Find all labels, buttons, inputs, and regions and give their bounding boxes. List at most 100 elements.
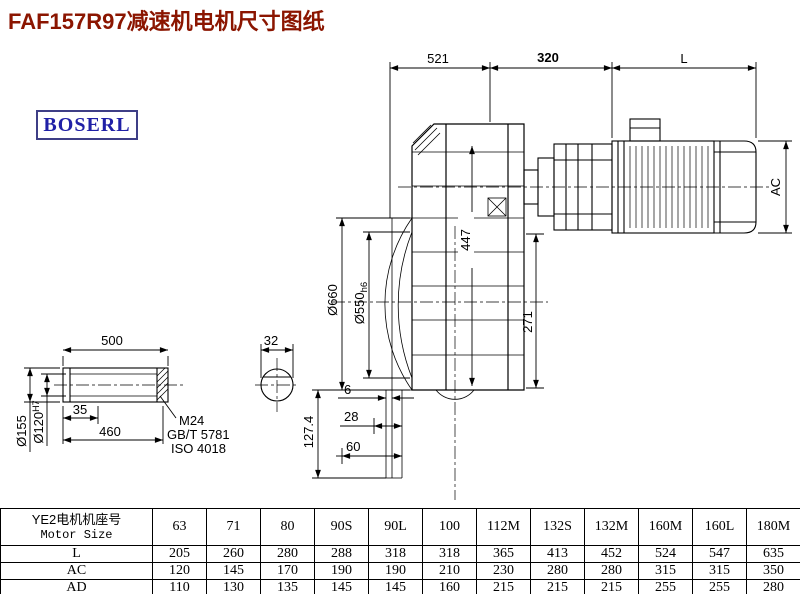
cell: 318: [422, 545, 477, 563]
cell: 635: [746, 545, 800, 563]
col-header: 180M: [746, 508, 800, 546]
dim-60-label: 60: [346, 439, 360, 454]
centerlines: [54, 186, 772, 500]
cell: 315: [638, 562, 693, 580]
cell: 260: [206, 545, 261, 563]
section-dimension: [260, 344, 294, 378]
cell: 210: [422, 562, 477, 580]
col-header: 71: [206, 508, 261, 546]
cell: 280: [530, 562, 585, 580]
cell: 452: [584, 545, 639, 563]
cell: 190: [314, 562, 369, 580]
row-label: L: [0, 545, 153, 563]
header-label-cn: YE2电机机座号: [31, 512, 122, 527]
cell: 215: [530, 579, 585, 594]
cell: 280: [584, 562, 639, 580]
shaft-end-hatch: [156, 367, 169, 401]
section-detail: [260, 368, 294, 402]
shaft-dimensions: [24, 347, 177, 452]
top-dimensions: [389, 62, 757, 218]
col-header: 90S: [314, 508, 369, 546]
cell: 135: [260, 579, 315, 594]
dim-320-label: 320: [537, 50, 559, 65]
col-header: 90L: [368, 508, 423, 546]
dim-AC-label: AC: [768, 178, 783, 196]
cell: 365: [476, 545, 531, 563]
dim-660-label: Ø660: [325, 284, 340, 316]
cell: 215: [476, 579, 531, 594]
dim-155-label: Ø155: [14, 415, 29, 447]
cell: 145: [206, 562, 261, 580]
cell: 145: [314, 579, 369, 594]
dim-521-label: 521: [427, 51, 449, 66]
cell: 130: [206, 579, 261, 594]
brand-logo: BOSERL: [36, 110, 138, 140]
gearbox-housing: [411, 123, 525, 391]
col-header: 112M: [476, 508, 531, 546]
dim-6-label: 6: [344, 382, 351, 397]
fan-cowl: [714, 140, 757, 234]
cell: 230: [476, 562, 531, 580]
gearbox-details: [384, 124, 524, 479]
cell: 255: [692, 579, 747, 594]
dim-28-label: 28: [344, 409, 358, 424]
dim-460-label: 460: [99, 424, 121, 439]
table-header-motor-size: YE2电机机座号 Motor Size: [0, 508, 153, 546]
col-header: 100: [422, 508, 477, 546]
cell: 524: [638, 545, 693, 563]
table-row-L: L 205 260 280 288 318 318 365 413 452 52…: [0, 545, 800, 563]
dim-120-label: Ø120H7: [31, 400, 46, 443]
dim-271-label: 271: [520, 311, 535, 333]
cell: 190: [368, 562, 423, 580]
label-mask: [458, 212, 474, 268]
flange-thickness-dimensions: [336, 395, 414, 464]
cell: 413: [530, 545, 585, 563]
shaft-detail: [62, 367, 169, 403]
cell: 280: [746, 579, 800, 594]
cell: 547: [692, 545, 747, 563]
technical-drawing: 521 320 L AC 447 271: [14, 50, 792, 500]
header-label-en: Motor Size: [40, 528, 113, 542]
dim-35-label: 35: [73, 402, 87, 417]
col-header: 160M: [638, 508, 693, 546]
flange-dimensions: [312, 217, 410, 479]
col-header: 63: [152, 508, 207, 546]
dim-L-label: L: [680, 51, 687, 66]
motor-size-table: YE2电机机座号 Motor Size 63 71 80 90S 90L 100…: [0, 508, 800, 594]
dim-32-label: 32: [264, 333, 278, 348]
ac-dimension: [758, 140, 792, 234]
cell: 318: [368, 545, 423, 563]
cell: 255: [638, 579, 693, 594]
cell: 205: [152, 545, 207, 563]
dim-550-tolerance: h6: [359, 282, 370, 293]
brand-logo-text: BOSERL: [43, 113, 131, 136]
motor-fins: [629, 146, 709, 228]
cell: 288: [314, 545, 369, 563]
dim-447-label: 447: [458, 229, 473, 251]
dim-550-label: Ø550h6: [352, 282, 370, 324]
col-header: 160L: [692, 508, 747, 546]
col-header: 80: [260, 508, 315, 546]
motor-adapter: [523, 143, 613, 231]
table-row-AD: AD 110 130 135 145 145 160 215 215 215 2…: [0, 579, 800, 594]
table-row-AC: AC 120 145 170 190 190 210 230 280 280 3…: [0, 562, 800, 580]
table-header-row: YE2电机机座号 Motor Size 63 71 80 90S 90L 100…: [0, 508, 800, 546]
dim-500-label: 500: [101, 333, 123, 348]
row-label: AD: [0, 579, 153, 594]
dim-127-label: 127.4: [301, 416, 316, 449]
dim-120-tolerance: H7: [31, 400, 41, 412]
col-header: 132S: [530, 508, 585, 546]
cell: 170: [260, 562, 315, 580]
cell: 110: [152, 579, 207, 594]
cell: 160: [422, 579, 477, 594]
dim-120-value: Ø120: [31, 412, 46, 444]
cell: 120: [152, 562, 207, 580]
cell: 350: [746, 562, 800, 580]
thread-spec-label: M24: [179, 413, 204, 428]
cell: 215: [584, 579, 639, 594]
col-header: 132M: [584, 508, 639, 546]
dim-550-value: Ø550: [352, 292, 367, 324]
terminal-box: [629, 118, 661, 142]
motor: [611, 118, 757, 234]
